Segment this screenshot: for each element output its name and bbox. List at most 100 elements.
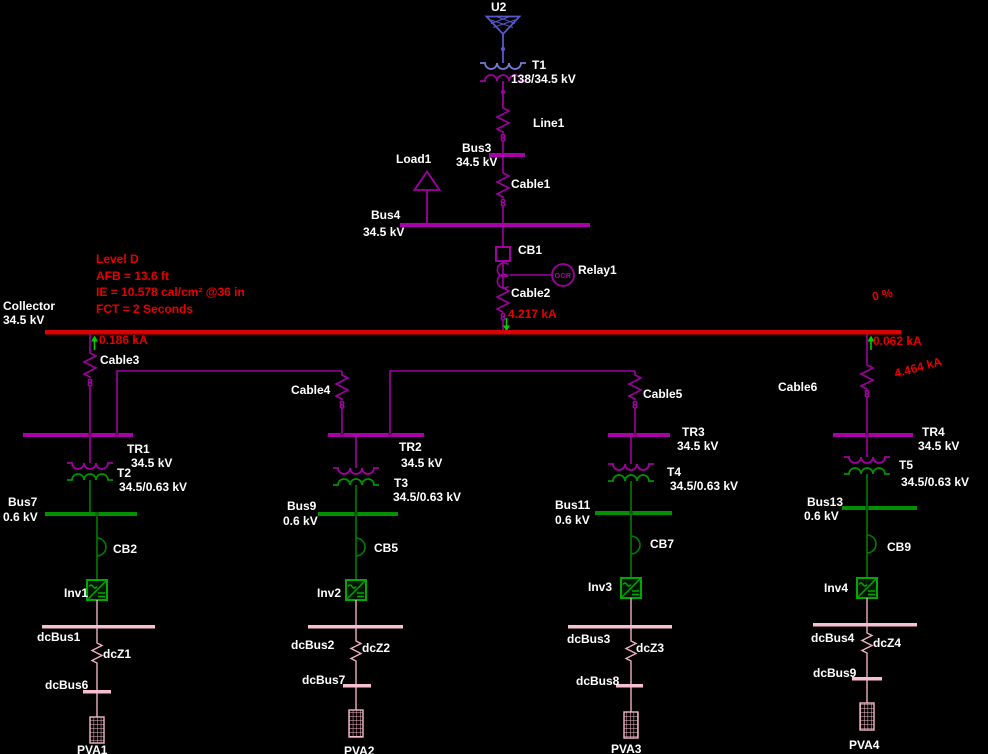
collector-bus-bar[interactable]	[45, 330, 901, 335]
cable1-symbol[interactable]	[495, 157, 511, 223]
transformer-t1-symbol[interactable]	[480, 62, 526, 105]
cable5-label: Cable5	[643, 387, 683, 401]
cb9-symbol[interactable]	[866, 510, 877, 578]
transformer-t5-symbol[interactable]	[844, 437, 890, 506]
load1-label: Load1	[396, 152, 432, 166]
bus13-label: Bus13	[807, 495, 844, 509]
tr4-label: TR4	[922, 425, 945, 439]
t4-rating-label: 34.5/0.63 kV	[670, 479, 739, 493]
dcz1-label: dcZ1	[103, 647, 132, 661]
inv4-symbol[interactable]	[856, 577, 878, 599]
flow-arrow-up-right-icon	[867, 335, 875, 350]
cable5-symbol[interactable]	[627, 371, 643, 433]
line1-symbol[interactable]	[495, 105, 511, 153]
dcz4-label: dcZ4	[873, 636, 902, 650]
bus11-kv-label: 0.6 kV	[555, 513, 590, 527]
t5-label: T5	[899, 458, 914, 472]
right-feeder-current: 0.062 kA	[873, 334, 922, 348]
bus9-bar[interactable]	[318, 512, 398, 516]
cable6-symbol[interactable]	[859, 334, 875, 433]
relay1-label: Relay1	[578, 263, 617, 277]
cable3-label: Cable3	[100, 353, 140, 367]
dcz2-label: dcZ2	[362, 641, 391, 655]
bus11-bar[interactable]	[595, 511, 672, 515]
bus7-bar[interactable]	[45, 512, 137, 516]
dc-section-4[interactable]	[813, 598, 917, 731]
dcz2-symbol	[349, 628, 363, 684]
bus-junction-nodes	[88, 433, 869, 437]
utility-symbol[interactable]	[484, 15, 522, 64]
t3-rating-label: 34.5/0.63 kV	[393, 490, 462, 504]
pva3-label: PVA3	[611, 742, 642, 754]
cb2-label: CB2	[113, 542, 138, 556]
load1-symbol[interactable]	[412, 169, 442, 224]
cb1-label: CB1	[518, 243, 543, 257]
tr2-tr3-tie-line[interactable]	[389, 370, 635, 435]
t1-label: T1	[532, 58, 547, 72]
tr4-bus-bar[interactable]	[833, 433, 913, 437]
tr1-bus-bar[interactable]	[23, 433, 133, 437]
cable3-symbol[interactable]	[82, 334, 98, 433]
tr1-tr2-tie-line[interactable]	[116, 370, 342, 435]
dcbus1-label: dcBus1	[37, 630, 81, 644]
dcbus4-bar	[813, 623, 917, 627]
inv2-symbol[interactable]	[345, 579, 367, 601]
bus9-label: Bus9	[287, 499, 317, 513]
tr2-bus-bar[interactable]	[328, 433, 424, 437]
cable2-symbol[interactable]	[495, 286, 511, 330]
cable6-label: Cable6	[778, 380, 818, 394]
cable1-label: Cable1	[511, 177, 551, 191]
bus13-bar[interactable]	[842, 506, 917, 510]
transformer-t4-symbol[interactable]	[608, 437, 654, 511]
transformer-t2-symbol[interactable]	[67, 437, 113, 512]
bus4-kv-label: 34.5 kV	[363, 225, 405, 239]
cb7-symbol[interactable]	[630, 515, 641, 578]
tr4-kv-label: 34.5 kV	[918, 439, 960, 453]
t5-rating-label: 34.5/0.63 kV	[901, 475, 970, 489]
inv1-label: Inv1	[64, 586, 89, 600]
tr1-kv-label: 34.5 kV	[131, 456, 173, 470]
dc-section-2[interactable]	[308, 600, 403, 738]
cb7-label: CB7	[650, 537, 675, 551]
bus4-bar[interactable]	[400, 223, 590, 227]
dcbus7-bar	[343, 684, 371, 688]
arcflash-afb: AFB = 13.6 ft	[96, 269, 170, 283]
bus3-bar[interactable]	[489, 153, 525, 157]
collector-label: Collector	[3, 299, 56, 313]
inv2-label: Inv2	[317, 586, 342, 600]
inv1-symbol[interactable]	[86, 579, 108, 601]
tr3-bus-bar[interactable]	[608, 433, 670, 437]
bus11-label: Bus11	[555, 498, 591, 512]
tr1-label: TR1	[127, 442, 150, 456]
bus4-label: Bus4	[371, 208, 401, 222]
dcbus9-bar	[852, 677, 882, 681]
bus7-label: Bus7	[8, 495, 38, 509]
arcflash-ie: IE = 10.578 cal/cm² @36 in	[96, 285, 245, 299]
dcbus2-label: dcBus2	[291, 638, 335, 652]
cb5-symbol[interactable]	[355, 516, 366, 580]
relay1-symbol[interactable]: OCR	[509, 263, 575, 287]
utility-label: U2	[491, 0, 507, 14]
bus3-kv-label: 34.5 kV	[456, 155, 498, 169]
cable4-symbol[interactable]	[334, 371, 350, 433]
t1-rating-label: 138/34.5 kV	[511, 72, 576, 86]
pva3-symbol	[623, 711, 639, 739]
tr3-kv-label: 34.5 kV	[677, 439, 719, 453]
cb2-symbol[interactable]	[96, 516, 107, 580]
transformer-t3-symbol[interactable]	[333, 437, 379, 512]
cable4-label: Cable4	[291, 383, 331, 397]
dc-section-3[interactable]	[568, 598, 672, 739]
ct-symbol[interactable]	[496, 262, 510, 289]
dcz3-symbol	[624, 628, 638, 684]
pva2-symbol	[348, 709, 364, 738]
dc-section-1[interactable]	[42, 600, 155, 744]
t4-label: T4	[667, 465, 682, 479]
fault-arrow-down-icon	[503, 318, 510, 332]
inv3-symbol[interactable]	[620, 577, 642, 599]
pva1-symbol	[89, 716, 105, 744]
tr2-kv-label: 34.5 kV	[401, 456, 443, 470]
dcz1-symbol	[90, 628, 104, 690]
arcflash-level: Level D	[96, 252, 139, 266]
